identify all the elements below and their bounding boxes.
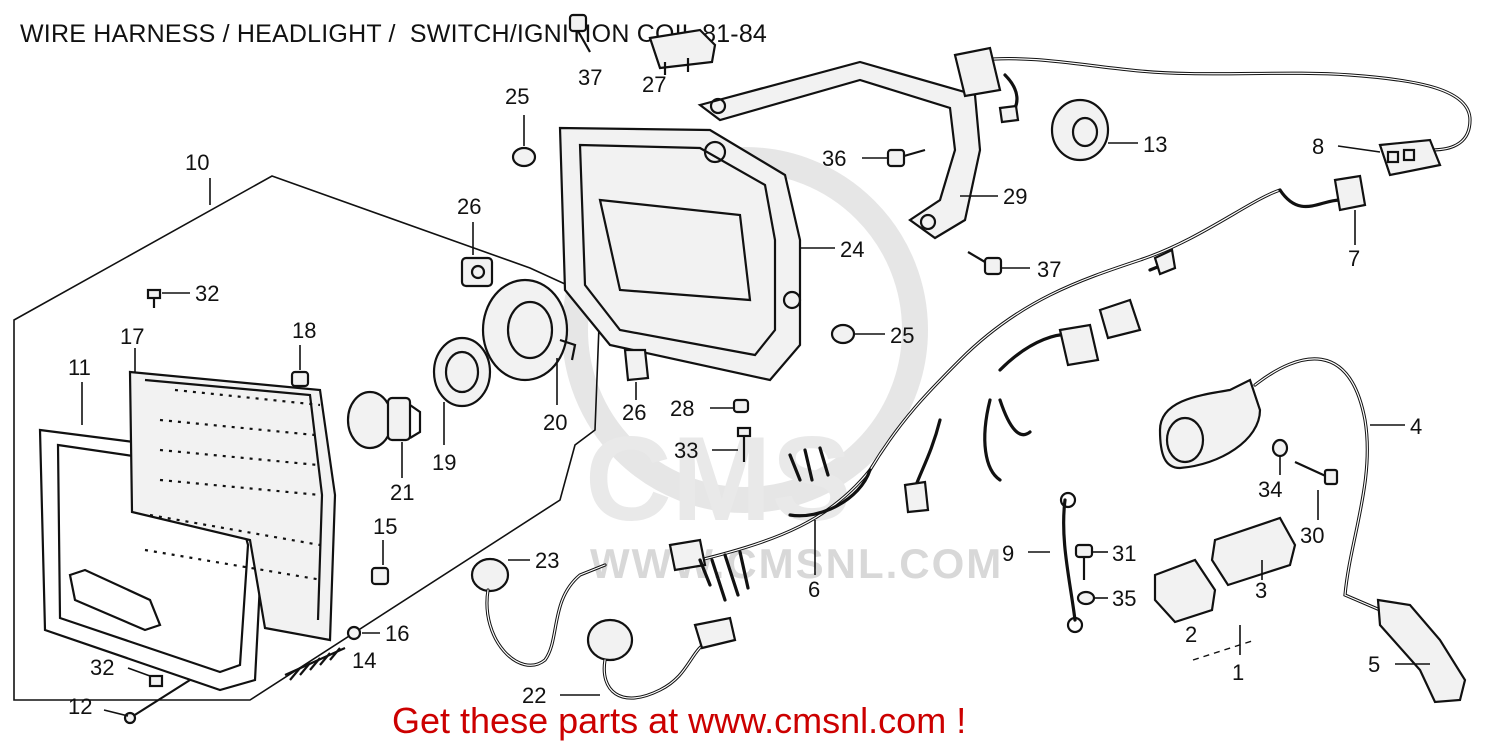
- dust-cover-20[interactable]: [481, 278, 577, 382]
- callout-10: 10: [185, 150, 209, 175]
- ground-wire-9[interactable]: [1059, 491, 1084, 634]
- screw-28[interactable]: [732, 398, 750, 414]
- plug-cap-5[interactable]: [1376, 598, 1467, 704]
- callout-16: 16: [385, 621, 409, 646]
- callout-36: 36: [822, 146, 846, 171]
- bolt-15[interactable]: [370, 566, 390, 586]
- callout-33: 33: [674, 438, 698, 463]
- callout-12: 12: [68, 694, 92, 719]
- bolt-30[interactable]: [1294, 460, 1339, 486]
- callout-31: 31: [1112, 541, 1136, 566]
- diagram-title: WIRE HARNESS / HEADLIGHT / SWITCH/IGNITI…: [20, 20, 768, 48]
- callout-32-bottom: 32: [90, 655, 114, 680]
- leader-32-bottom: [127, 667, 151, 677]
- bolt-37-top[interactable]: [568, 13, 591, 53]
- callout-19: 19: [432, 450, 456, 475]
- callout-4: 4: [1410, 414, 1422, 439]
- ignition-coil-4[interactable]: [1158, 357, 1382, 612]
- switch-27[interactable]: [648, 28, 717, 75]
- callout-9: 9: [1002, 541, 1014, 566]
- callout-1: 1: [1232, 660, 1244, 685]
- socket-19[interactable]: [432, 336, 492, 408]
- bolt-33[interactable]: [736, 426, 752, 462]
- callout-25-right: 25: [890, 323, 914, 348]
- callout-7: 7: [1348, 246, 1360, 271]
- washer-35[interactable]: [1076, 590, 1096, 606]
- callout-17: 17: [120, 324, 144, 349]
- callout-13: 13: [1143, 132, 1167, 157]
- bolt-36[interactable]: [886, 148, 926, 168]
- washer-34[interactable]: [1271, 438, 1289, 458]
- switch-23[interactable]: [470, 557, 607, 667]
- callout-14: 14: [352, 648, 376, 673]
- nut-18[interactable]: [290, 370, 310, 388]
- callout-21: 21: [390, 480, 414, 505]
- callout-11: 11: [68, 355, 91, 380]
- adjusting-screw-14[interactable]: [284, 646, 346, 681]
- callout-27: 27: [642, 72, 666, 97]
- callout-37-top: 37: [578, 65, 602, 90]
- relay-2[interactable]: [1153, 558, 1217, 624]
- watermark-text: WWW.CMSNL.COM: [590, 540, 1004, 587]
- bolt-31[interactable]: [1074, 543, 1094, 580]
- callout-25-top: 25: [505, 84, 529, 109]
- main-switch-wire[interactable]: [953, 46, 1472, 152]
- screw-32-bottom[interactable]: [148, 674, 164, 688]
- clip-26-bottom[interactable]: [623, 348, 650, 382]
- callout-23: 23: [535, 548, 559, 573]
- callout-2: 2: [1185, 622, 1197, 647]
- callout-15: 15: [373, 514, 397, 539]
- callout-26-bottom: 26: [622, 400, 646, 425]
- callout-34: 34: [1258, 477, 1282, 502]
- callout-35: 35: [1112, 586, 1136, 611]
- screw-32-top[interactable]: [146, 288, 162, 308]
- headlight-lens[interactable]: [128, 370, 337, 642]
- switch-22[interactable]: [586, 616, 737, 700]
- callout-6: 6: [808, 577, 820, 602]
- nut-25-top[interactable]: [511, 146, 537, 168]
- nut-25-right[interactable]: [830, 323, 856, 345]
- headlight-unit-outline: [13, 175, 601, 701]
- callout-18: 18: [292, 318, 316, 343]
- headlight-case-24[interactable]: [558, 126, 802, 382]
- regulator-3[interactable]: [1210, 516, 1297, 587]
- callout-26-top: 26: [457, 194, 481, 219]
- callout-22: 22: [522, 683, 546, 708]
- callout-20: 20: [543, 410, 567, 435]
- callout-32-top: 32: [195, 281, 219, 306]
- leader-12: [103, 709, 129, 717]
- wire-7[interactable]: [1278, 174, 1367, 212]
- watermark-logo: CMS: [562, 147, 928, 546]
- bolt-37-right[interactable]: [967, 251, 1003, 276]
- leader-8: [1337, 145, 1381, 153]
- wire-harness-6[interactable]: [668, 188, 1282, 602]
- callout-37-right: 37: [1037, 257, 1061, 282]
- footer-link-text: Get these parts at www.cmsnl.com !: [392, 700, 967, 741]
- callout-30: 30: [1300, 523, 1324, 548]
- clip-26-top[interactable]: [460, 256, 494, 288]
- grommet-13[interactable]: [1050, 98, 1110, 162]
- leader-2: [1192, 639, 1256, 661]
- callout-24: 24: [840, 237, 864, 262]
- callout-3: 3: [1255, 578, 1267, 603]
- callout-28: 28: [670, 396, 694, 421]
- callout-8: 8: [1312, 134, 1324, 159]
- callout-5: 5: [1368, 652, 1380, 677]
- connector-8[interactable]: [1378, 138, 1442, 177]
- bulb-21[interactable]: [346, 390, 422, 450]
- callout-29: 29: [1003, 184, 1027, 209]
- nut-16[interactable]: [346, 625, 362, 641]
